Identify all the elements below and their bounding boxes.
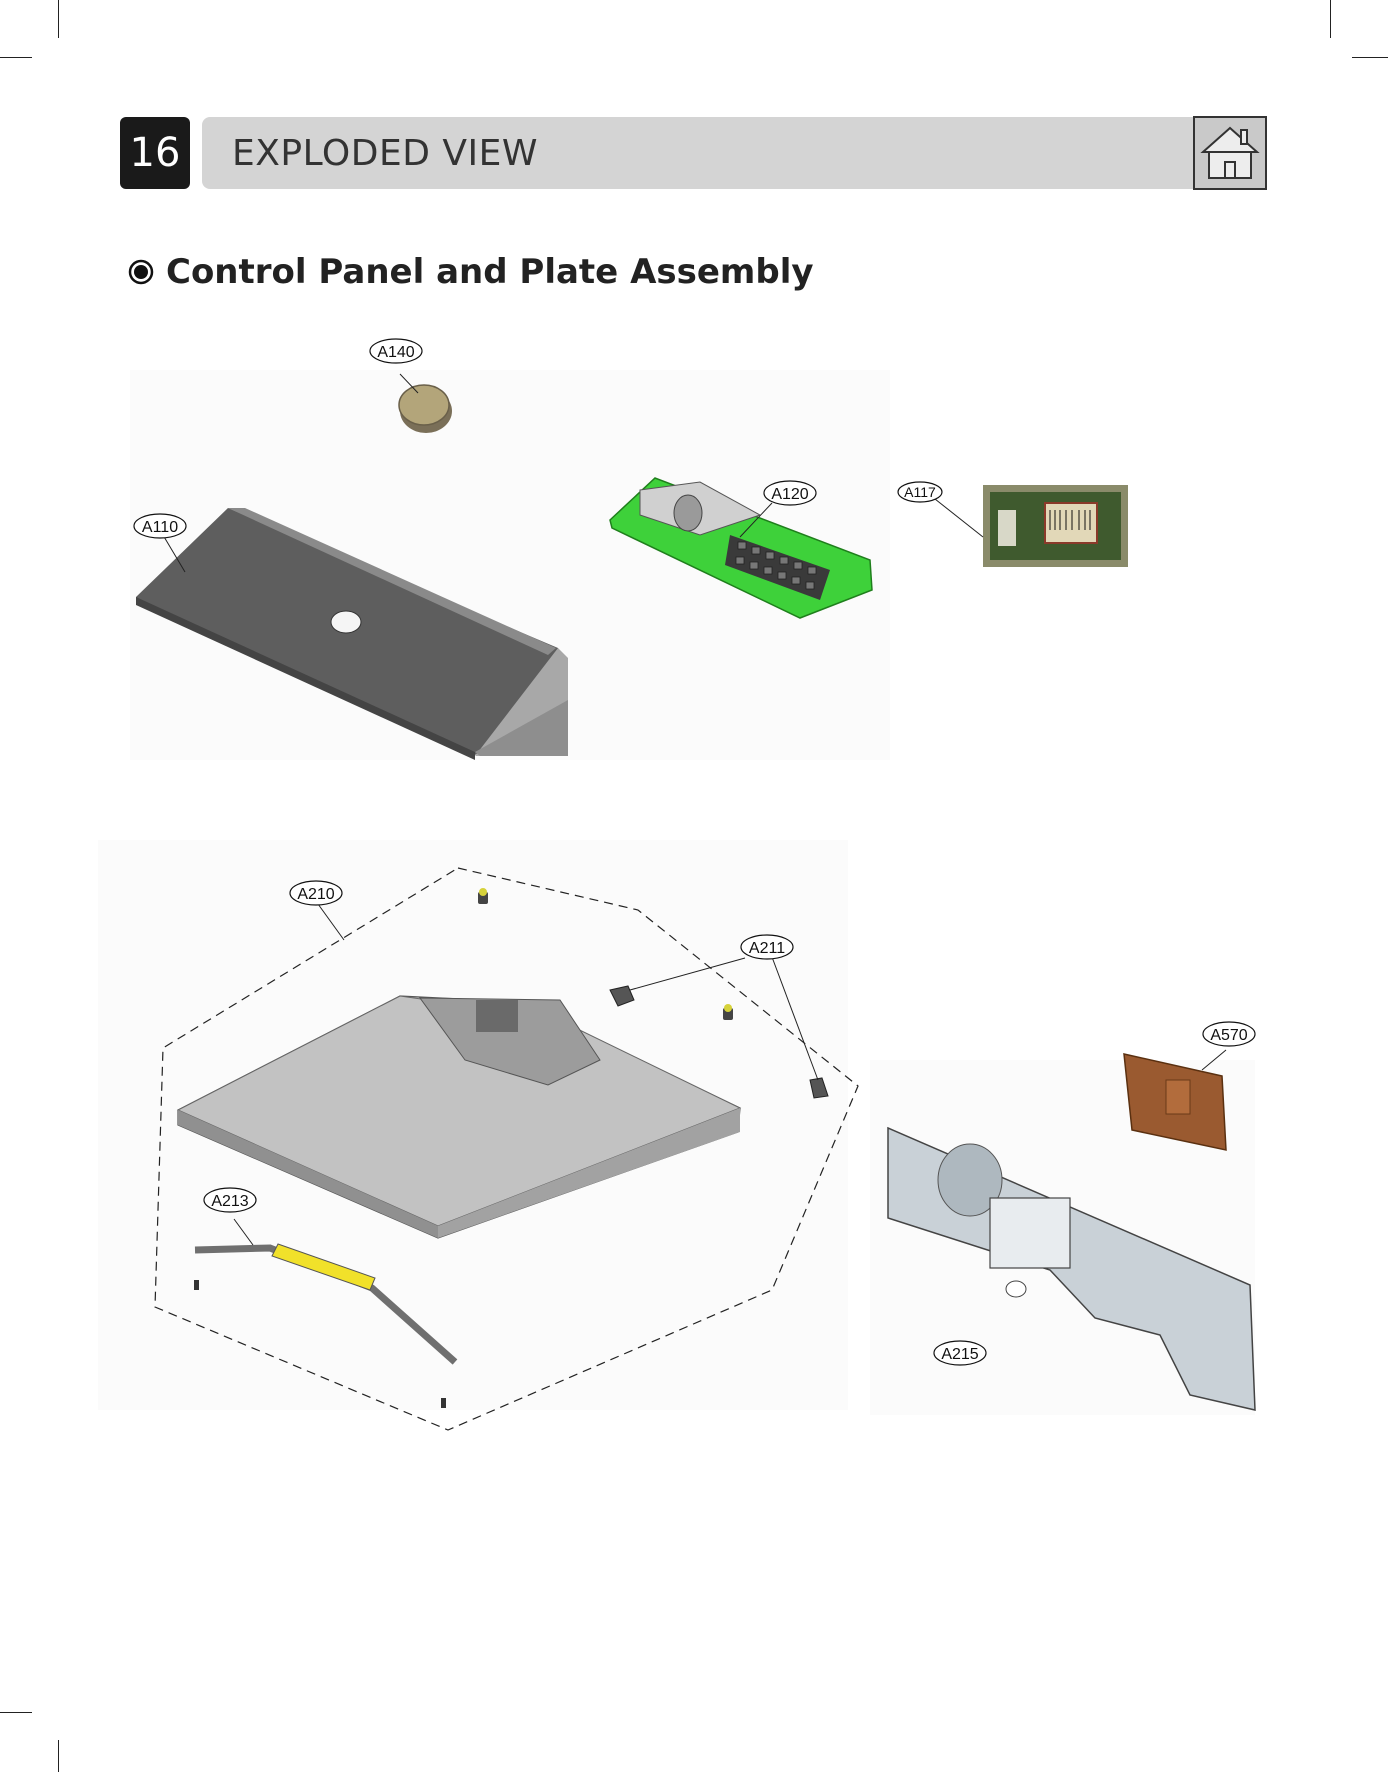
callout-a215: A215 xyxy=(933,1340,987,1366)
page-number: 16 xyxy=(120,117,190,189)
radio-bullet-icon xyxy=(128,259,154,285)
callout-a211: A211 xyxy=(740,934,794,960)
callout-a120: A120 xyxy=(763,480,817,506)
svg-text:A110: A110 xyxy=(142,519,178,536)
section-heading: Control Panel and Plate Assembly xyxy=(128,252,814,292)
callout-a140: A140 xyxy=(369,338,423,364)
part-hinge-clip xyxy=(609,985,829,1099)
page-title: EXPLODED VIEW xyxy=(232,132,538,174)
plate-assembly-boundary xyxy=(154,867,859,1431)
svg-text:A215: A215 xyxy=(941,1346,978,1363)
part-brace xyxy=(194,1218,458,1365)
callout-leader-a210 xyxy=(317,903,345,941)
callout-a570: A570 xyxy=(1202,1021,1256,1047)
callout-a117: A117 xyxy=(897,481,943,503)
part-knob xyxy=(398,373,452,433)
svg-text:A211: A211 xyxy=(749,940,785,957)
callout-a213: A213 xyxy=(203,1187,257,1213)
svg-text:A117: A117 xyxy=(904,484,936,500)
part-top-plate xyxy=(176,995,742,1239)
part-sub-pcb xyxy=(934,485,1128,567)
part-plate-screw xyxy=(194,888,733,1408)
svg-text:A213: A213 xyxy=(211,1193,248,1210)
part-pcb-assembly xyxy=(609,477,873,619)
svg-text:A140: A140 xyxy=(377,344,414,361)
crop-mark-bottom-left-h xyxy=(0,1712,32,1713)
callout-leaders-a211 xyxy=(629,956,819,1081)
part-control-panel xyxy=(136,508,568,760)
part-bracket-cover xyxy=(1123,1049,1227,1151)
crop-mark-top-left-h xyxy=(0,57,32,58)
svg-text:A570: A570 xyxy=(1210,1027,1247,1044)
svg-text:A210: A210 xyxy=(297,886,334,903)
crop-mark-bottom-left-v xyxy=(58,1740,59,1772)
svg-text:A120: A120 xyxy=(771,486,808,503)
home-button[interactable] xyxy=(1193,116,1267,190)
header-bar: EXPLODED VIEW xyxy=(202,117,1264,189)
section-title: Control Panel and Plate Assembly xyxy=(166,252,814,292)
part-back-plate xyxy=(887,1126,1256,1411)
crop-mark-top-right-h xyxy=(1352,57,1388,58)
home-icon xyxy=(1200,126,1260,179)
callout-a110: A110 xyxy=(133,513,187,539)
crop-mark-top-left-v xyxy=(58,0,59,38)
crop-mark-top-right-v xyxy=(1330,0,1331,38)
callout-a210: A210 xyxy=(289,880,343,906)
